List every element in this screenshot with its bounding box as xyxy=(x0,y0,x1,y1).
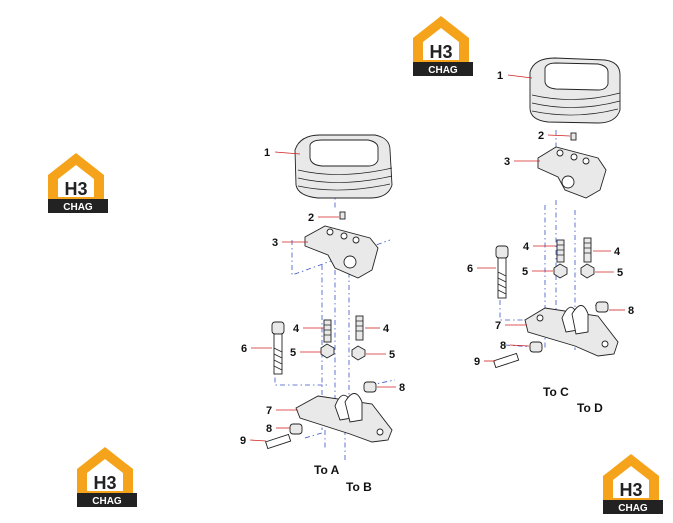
logo-text-bottom: CHAG xyxy=(63,202,93,213)
logo-text-bottom: CHAG xyxy=(618,503,648,514)
callout-labels: 1 2 3 4 4 5 5 6 8 7 8 9 1 2 3 4 4 5 5 6 … xyxy=(240,70,634,447)
callout-6: 6 xyxy=(241,343,247,355)
callout-5: 5 xyxy=(522,266,528,278)
part-set-screw xyxy=(339,211,346,220)
destination-label-a: To A xyxy=(314,463,340,477)
logo-watermark: H3 CHAG xyxy=(77,447,137,507)
part-bolt xyxy=(271,321,285,375)
part-nut xyxy=(320,343,366,361)
logo-text-bottom: CHAG xyxy=(428,65,458,76)
part-rubber-boot xyxy=(294,134,393,199)
logo-watermark: H3 CHAG xyxy=(603,454,663,514)
callout-8: 8 xyxy=(399,382,405,394)
part-bracket xyxy=(304,225,379,279)
left-assembly xyxy=(265,134,396,460)
part-bracket xyxy=(537,146,607,199)
callout-7: 7 xyxy=(266,405,272,417)
callout-4: 4 xyxy=(523,241,530,253)
leader-lines xyxy=(249,74,625,442)
callout-9: 9 xyxy=(240,435,246,447)
destination-label-c: To C xyxy=(543,385,569,399)
callout-3: 3 xyxy=(272,237,278,249)
callout-3: 3 xyxy=(504,156,510,168)
callout-1: 1 xyxy=(264,147,270,159)
callout-9: 9 xyxy=(474,356,480,368)
callout-4: 4 xyxy=(293,323,300,335)
part-base-plate xyxy=(524,305,619,357)
callout-5: 5 xyxy=(617,267,623,279)
callout-4: 4 xyxy=(614,246,621,258)
part-stud xyxy=(556,237,592,263)
callout-2: 2 xyxy=(538,130,544,142)
part-base-plate xyxy=(295,393,393,443)
callout-7: 7 xyxy=(495,320,501,332)
right-assembly xyxy=(493,57,621,369)
part-pin xyxy=(493,352,520,369)
destination-label-d: To D xyxy=(577,401,603,415)
callout-6: 6 xyxy=(467,263,473,275)
callout-5: 5 xyxy=(290,347,296,359)
callout-8: 8 xyxy=(266,423,272,435)
callout-5: 5 xyxy=(389,349,395,361)
callout-2: 2 xyxy=(308,212,314,224)
logo-text-bottom: CHAG xyxy=(92,496,122,507)
part-stud xyxy=(323,315,364,343)
destination-labels: To A To B To C To D xyxy=(314,385,603,494)
part-set-screw xyxy=(570,132,577,141)
callout-8: 8 xyxy=(500,340,506,352)
part-bolt xyxy=(495,245,509,299)
part-nut xyxy=(553,263,595,279)
logo-watermark: H3 CHAG xyxy=(413,16,473,76)
part-bushing xyxy=(529,301,609,353)
part-bushing xyxy=(289,381,377,435)
destination-label-b: To B xyxy=(346,480,372,494)
logo-watermark: H3 CHAG xyxy=(48,153,108,213)
callout-4: 4 xyxy=(383,323,390,335)
callout-8: 8 xyxy=(628,305,634,317)
callout-1: 1 xyxy=(497,70,503,82)
part-rubber-boot xyxy=(529,57,621,124)
logo-text-top: H3 xyxy=(619,480,642,500)
logo-text-top: H3 xyxy=(429,42,452,62)
logo-text-top: H3 xyxy=(64,179,87,199)
part-pin xyxy=(265,433,292,450)
logo-text-top: H3 xyxy=(93,473,116,493)
